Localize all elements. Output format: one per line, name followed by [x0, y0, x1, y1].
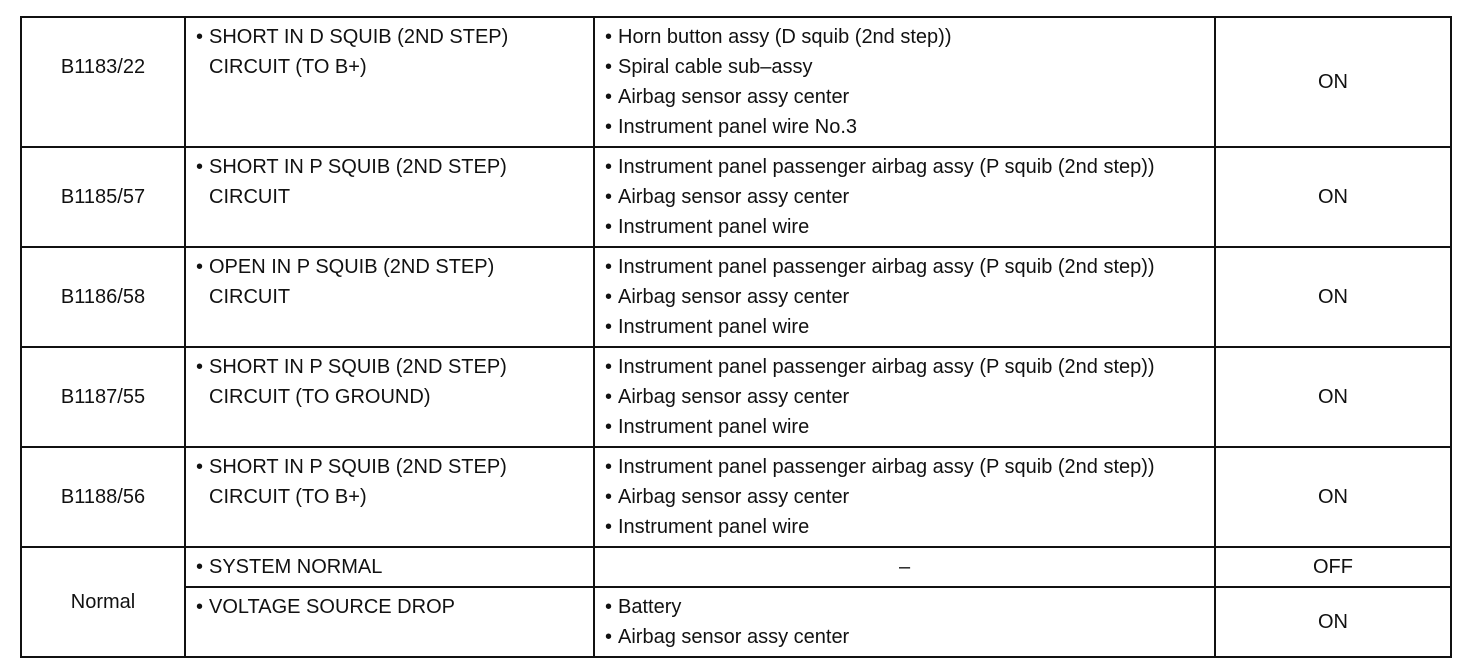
table-row: VOLTAGE SOURCE DROP Battery Airbag senso… [21, 586, 1452, 658]
malfunction-list: SHORT IN P SQUIB (2ND STEP) CIRCUIT (TO … [186, 352, 593, 412]
dtc-code: B1186/58 [60, 286, 146, 308]
trouble-area-item: Horn button assy (D squib (2nd step)) [605, 22, 1208, 52]
trouble-area-item: Instrument panel passenger airbag assy (… [605, 252, 1208, 282]
trouble-area-list: Instrument panel passenger airbag assy (… [595, 252, 1214, 342]
malfunction-list: SHORT IN P SQUIB (2ND STEP) CIRCUIT [186, 152, 593, 212]
trouble-area-list: Horn button assy (D squib (2nd step)) Sp… [595, 22, 1214, 142]
trouble-area-cell: Battery Airbag sensor assy center [593, 586, 1216, 658]
table-row: B1183/22 SHORT IN D SQUIB (2ND STEP) CIR… [20, 16, 1452, 148]
trouble-area-list: Battery Airbag sensor assy center [595, 592, 1214, 652]
detection-cell: ON [1214, 346, 1452, 448]
table-row: Normal SYSTEM NORMAL – OFF [20, 546, 1452, 658]
malfunction-list: OPEN IN P SQUIB (2ND STEP) CIRCUIT [186, 252, 593, 312]
malfunction-item: SHORT IN P SQUIB (2ND STEP) CIRCUIT (TO … [196, 452, 587, 512]
trouble-area-item: Instrument panel wire [605, 412, 1208, 442]
trouble-area-list: Instrument panel passenger airbag assy (… [595, 452, 1214, 542]
trouble-area-cell: Instrument panel passenger airbag assy (… [593, 246, 1216, 348]
detection-cell: ON [1214, 586, 1452, 658]
detection-status: OFF [1313, 556, 1353, 578]
detection-cell: ON [1214, 16, 1452, 148]
dtc-table: B1183/22 SHORT IN D SQUIB (2ND STEP) CIR… [20, 16, 1452, 658]
detection-status: ON [1318, 286, 1348, 308]
trouble-area-item: Airbag sensor assy center [605, 382, 1208, 412]
malfunction-cell: SHORT IN P SQUIB (2ND STEP) CIRCUIT [184, 146, 595, 248]
malfunction-item: SHORT IN P SQUIB (2ND STEP) CIRCUIT [196, 152, 587, 212]
malfunction-cell: OPEN IN P SQUIB (2ND STEP) CIRCUIT [184, 246, 595, 348]
table-row: B1188/56 SHORT IN P SQUIB (2ND STEP) CIR… [20, 446, 1452, 548]
trouble-area-list: Instrument panel passenger airbag assy (… [595, 152, 1214, 242]
malfunction-item: SHORT IN D SQUIB (2ND STEP) CIRCUIT (TO … [196, 22, 587, 82]
trouble-area-item: Airbag sensor assy center [605, 182, 1208, 212]
trouble-area-cell: Horn button assy (D squib (2nd step)) Sp… [593, 16, 1216, 148]
trouble-area-item: Instrument panel passenger airbag assy (… [605, 152, 1208, 182]
trouble-area-item: Airbag sensor assy center [605, 622, 1208, 652]
malfunction-item: VOLTAGE SOURCE DROP [196, 592, 587, 622]
dtc-code: B1187/55 [60, 386, 146, 408]
malfunction-item: SYSTEM NORMAL [196, 552, 587, 582]
trouble-area-item: Spiral cable sub–assy [605, 52, 1208, 82]
detection-status: ON [1318, 611, 1348, 633]
dtc-code-cell: B1187/55 [20, 346, 186, 448]
trouble-area-list: Instrument panel passenger airbag assy (… [595, 352, 1214, 442]
table-row: B1186/58 OPEN IN P SQUIB (2ND STEP) CIRC… [20, 246, 1452, 348]
dtc-code: B1185/57 [60, 186, 146, 208]
trouble-area-cell: Instrument panel passenger airbag assy (… [593, 146, 1216, 248]
trouble-area-item: Instrument panel wire [605, 212, 1208, 242]
table-row: B1185/57 SHORT IN P SQUIB (2ND STEP) CIR… [20, 146, 1452, 248]
trouble-area-item: Airbag sensor assy center [605, 282, 1208, 312]
malfunction-list: SHORT IN D SQUIB (2ND STEP) CIRCUIT (TO … [186, 22, 593, 82]
trouble-area-dash: – [898, 556, 911, 578]
malfunction-cell: SHORT IN P SQUIB (2ND STEP) CIRCUIT (TO … [184, 346, 595, 448]
detection-cell: ON [1214, 246, 1452, 348]
dtc-code: B1183/22 [60, 56, 146, 78]
malfunction-list: VOLTAGE SOURCE DROP [186, 592, 593, 622]
trouble-area-item: Airbag sensor assy center [605, 482, 1208, 512]
dtc-code-cell: B1183/22 [20, 16, 186, 148]
trouble-area-cell: Instrument panel passenger airbag assy (… [593, 446, 1216, 548]
dtc-code-cell: Normal [20, 546, 186, 658]
trouble-area-cell: – [593, 546, 1216, 588]
trouble-area-item: Instrument panel wire [605, 312, 1208, 342]
malfunction-item: SHORT IN P SQUIB (2ND STEP) CIRCUIT (TO … [196, 352, 587, 412]
dtc-code-cell: B1188/56 [20, 446, 186, 548]
dtc-code: Normal [70, 591, 136, 613]
detection-cell: OFF [1214, 546, 1452, 588]
malfunction-cell: SHORT IN P SQUIB (2ND STEP) CIRCUIT (TO … [184, 446, 595, 548]
trouble-area-item: Instrument panel wire [605, 512, 1208, 542]
detection-status: ON [1318, 186, 1348, 208]
detection-cell: ON [1214, 146, 1452, 248]
trouble-area-item: Instrument panel passenger airbag assy (… [605, 452, 1208, 482]
trouble-area-item: Battery [605, 592, 1208, 622]
trouble-area-item: Airbag sensor assy center [605, 82, 1208, 112]
malfunction-list: SHORT IN P SQUIB (2ND STEP) CIRCUIT (TO … [186, 452, 593, 512]
table-row: B1187/55 SHORT IN P SQUIB (2ND STEP) CIR… [20, 346, 1452, 448]
detection-status: ON [1318, 71, 1348, 93]
trouble-area-cell: Instrument panel passenger airbag assy (… [593, 346, 1216, 448]
detection-cell: ON [1214, 446, 1452, 548]
malfunction-cell: SHORT IN D SQUIB (2ND STEP) CIRCUIT (TO … [184, 16, 595, 148]
malfunction-list: SYSTEM NORMAL [186, 552, 593, 582]
malfunction-cell: SYSTEM NORMAL [184, 546, 595, 588]
dtc-code-cell: B1185/57 [20, 146, 186, 248]
detection-status: ON [1318, 486, 1348, 508]
malfunction-cell: VOLTAGE SOURCE DROP [184, 586, 595, 658]
detection-status: ON [1318, 386, 1348, 408]
trouble-area-item: Instrument panel wire No.3 [605, 112, 1208, 142]
malfunction-item: OPEN IN P SQUIB (2ND STEP) CIRCUIT [196, 252, 587, 312]
trouble-area-item: Instrument panel passenger airbag assy (… [605, 352, 1208, 382]
dtc-code-cell: B1186/58 [20, 246, 186, 348]
dtc-code: B1188/56 [60, 486, 146, 508]
